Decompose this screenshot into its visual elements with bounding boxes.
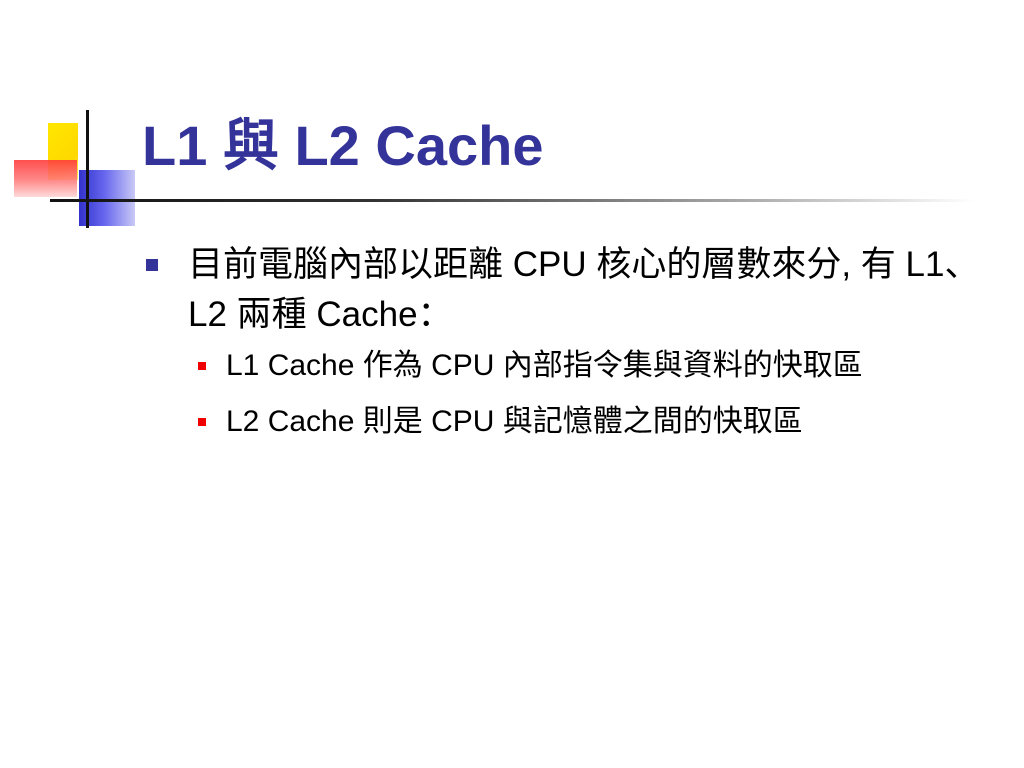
decorative-vertical-line bbox=[86, 110, 89, 228]
bullet-item: 目前電腦內部以距離 CPU 核心的層數來分, 有 L1、L2 兩種 Cache： bbox=[145, 240, 985, 340]
square-bullet-icon bbox=[146, 259, 158, 271]
sub-bullet-text: L1 Cache 作為 CPU 內部指令集與資料的快取區 bbox=[226, 349, 863, 382]
sub-bullet-item: L2 Cache 則是 CPU 與記憶體之間的快取區 bbox=[198, 400, 985, 444]
title-underline bbox=[50, 199, 975, 202]
slide-title: L1 與 L2 Cache bbox=[142, 114, 544, 177]
decorative-red-square bbox=[14, 160, 77, 197]
square-bullet-icon bbox=[198, 418, 206, 426]
slide-body: 目前電腦內部以距離 CPU 核心的層數來分, 有 L1、L2 兩種 Cache：… bbox=[145, 240, 985, 456]
sub-bullet-text: L2 Cache 則是 CPU 與記憶體之間的快取區 bbox=[226, 405, 803, 438]
sub-bullet-item: L1 Cache 作為 CPU 內部指令集與資料的快取區 bbox=[198, 344, 985, 388]
square-bullet-icon bbox=[198, 362, 206, 370]
bullet-text: 目前電腦內部以距離 CPU 核心的層數來分, 有 L1、L2 兩種 Cache： bbox=[188, 245, 980, 334]
